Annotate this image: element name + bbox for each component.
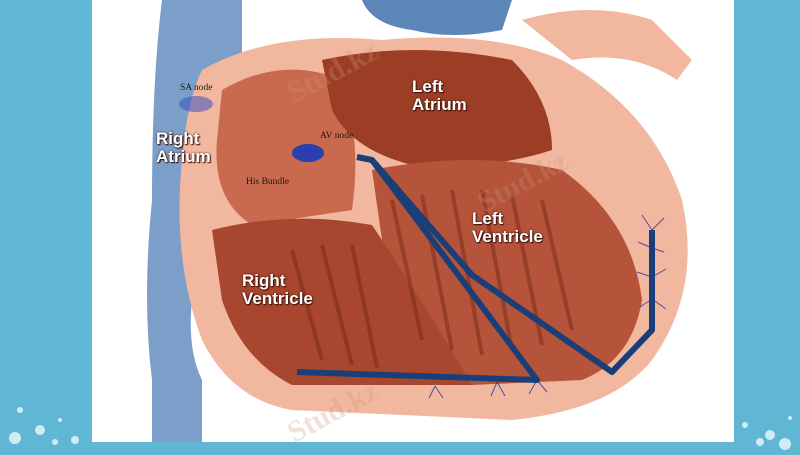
sa-node-label: SA node: [180, 83, 213, 93]
right-bundle-branch: [296, 154, 540, 383]
pulmonary-vein-shape: [522, 10, 692, 80]
purkinje-fibers: [428, 214, 667, 399]
conduction-pathway: [296, 154, 655, 383]
right-ventricle-shape: [212, 218, 472, 385]
right-atrium-label: Right Atrium: [156, 129, 211, 166]
left-atrium-shape: [322, 50, 552, 166]
sa-node-shape: [179, 96, 213, 112]
av-node-shape: [292, 144, 324, 162]
left-ventricle-label: Left Ventricle: [472, 209, 543, 246]
left-atrium-label: Left Atrium: [412, 77, 467, 114]
heart-diagram-slide: Stud.kz Stud.kz Stud.kz SA node AV node …: [92, 0, 734, 442]
av-node-label: AV node: [320, 131, 354, 141]
left-ventricle-shape: [372, 160, 642, 385]
heart-illustration: [147, 0, 692, 442]
pulmonary-vessel-shape: [362, 0, 512, 35]
right-ventricle-label: Right Ventricle: [242, 271, 313, 308]
his-bundle-label: His Bundle: [246, 177, 290, 187]
left-bundle-branch: [369, 158, 655, 375]
right-atrium-shape: [216, 69, 356, 225]
speckle-decoration: [0, 380, 800, 450]
